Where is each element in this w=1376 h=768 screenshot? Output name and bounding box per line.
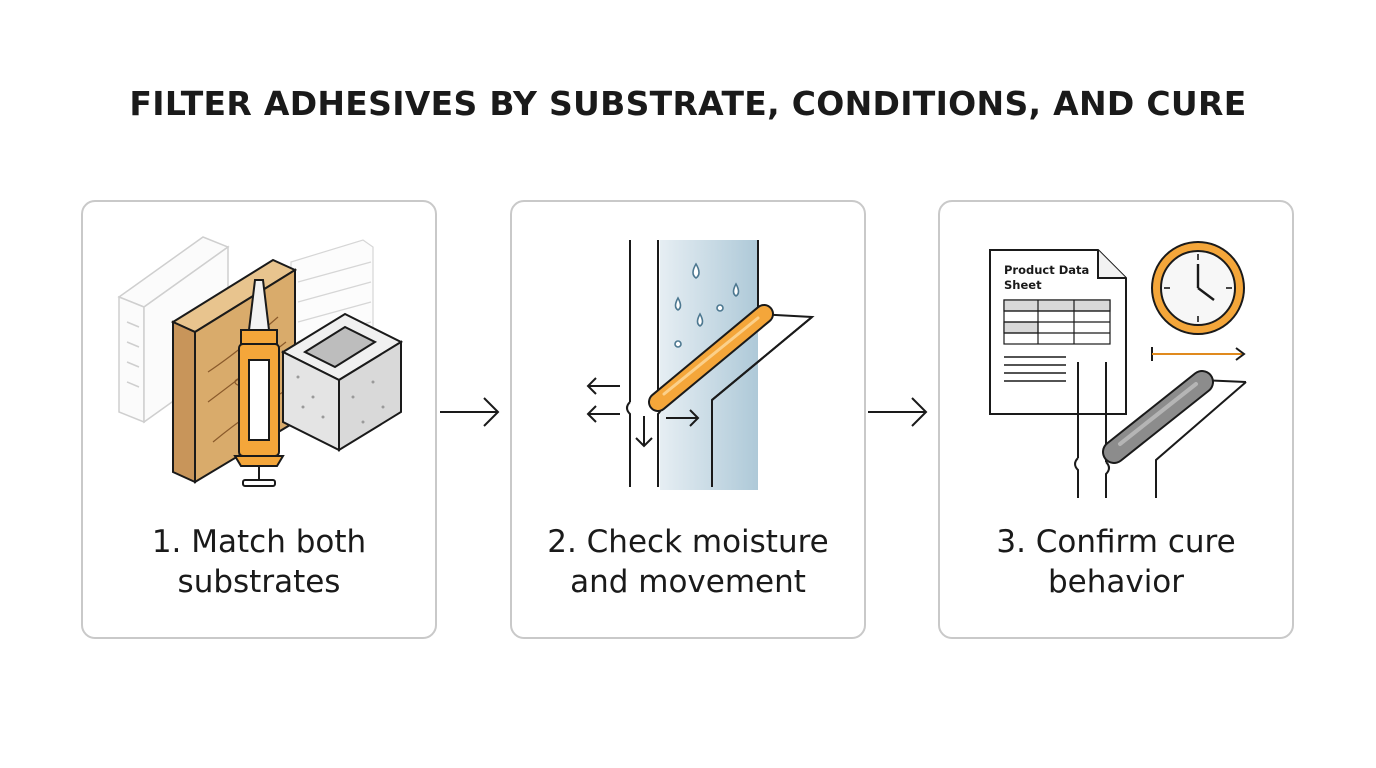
step-1-label: 1. Match both substrates — [83, 522, 435, 602]
arrow-right-icon — [440, 397, 500, 427]
step-card-2: 2. Check moisture and movement — [510, 200, 866, 639]
step-card-3: Product Data Sheet — [938, 200, 1294, 639]
sealant-bead-icon — [648, 304, 774, 412]
water-droplet-icon — [674, 262, 740, 348]
substrates-illustration — [117, 236, 404, 487]
caulk-tube-icon — [233, 279, 285, 487]
data-sheet-title: Product Data — [1004, 263, 1089, 277]
step-1-line-2: substrates — [177, 564, 341, 600]
step-1-line-1: 1. Match both — [151, 524, 367, 560]
cured-bead-icon — [1102, 370, 1214, 464]
step-2-label: 2. Check moisture and movement — [512, 522, 864, 602]
cure-behavior-illustration: Product Data Sheet — [989, 241, 1247, 498]
step-card-1: 1. Match both substrates — [81, 200, 437, 639]
data-sheet-subtitle: Sheet — [1004, 278, 1042, 292]
movement-arrows-icon — [586, 377, 700, 448]
arrow-right-icon — [868, 397, 928, 427]
step-3-label: 3. Confirm cure behavior — [940, 522, 1292, 602]
time-arrow-icon — [1151, 347, 1246, 361]
clock-icon — [1151, 241, 1245, 335]
concrete-block-icon — [280, 312, 404, 452]
moisture-movement-illustration — [586, 240, 815, 490]
step-2-line-2: and movement — [570, 564, 806, 600]
step-3-line-1: 3. Confirm cure — [996, 524, 1236, 560]
page-title: FILTER ADHESIVES BY SUBSTRATE, CONDITION… — [129, 84, 1247, 123]
step-3-line-2: behavior — [1047, 564, 1185, 600]
step-2-line-1: 2. Check moisture — [547, 524, 829, 560]
data-sheet-icon: Product Data Sheet — [989, 249, 1127, 415]
